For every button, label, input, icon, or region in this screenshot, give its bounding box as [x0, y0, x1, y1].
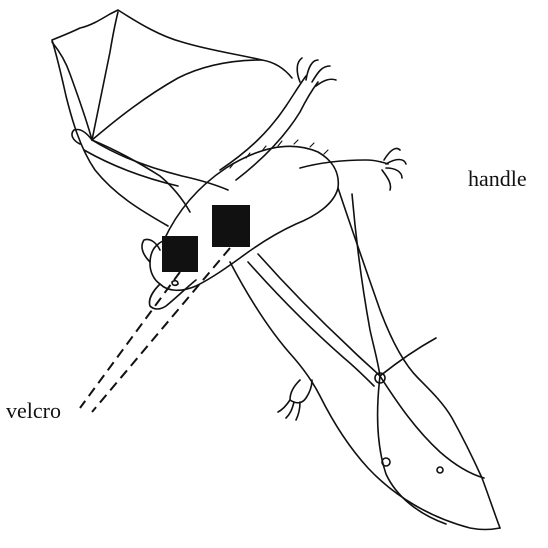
velcro-patch-right [212, 205, 250, 247]
velcro-patch-left [162, 236, 198, 272]
velcro-leader-line-2 [92, 248, 230, 412]
body-fur [230, 140, 328, 168]
left-wing-membrane [52, 10, 292, 226]
mid-claw [382, 148, 406, 190]
handle-label: handle [468, 168, 527, 190]
upper-claw [297, 58, 336, 86]
left-wing-finger-2 [52, 42, 92, 140]
right-wing-membrane [338, 188, 500, 528]
finger-joint-2 [437, 467, 443, 473]
right-wing-leading-edge [352, 194, 380, 376]
left-wing-finger-1 [92, 12, 118, 140]
mid-arm [300, 160, 388, 168]
left-wing-forearm-inner [84, 150, 178, 186]
lower-leg [290, 380, 312, 403]
left-wing-finger-3 [92, 60, 262, 140]
right-wing-forearm [258, 254, 380, 376]
right-arm-inner [236, 82, 318, 180]
right-wing-finger-1 [380, 338, 436, 376]
right-wing-finger-3 [378, 376, 446, 524]
velcro-label: velcro [6, 400, 61, 422]
eye [172, 281, 178, 286]
velcro-leader-line-1 [80, 272, 180, 408]
